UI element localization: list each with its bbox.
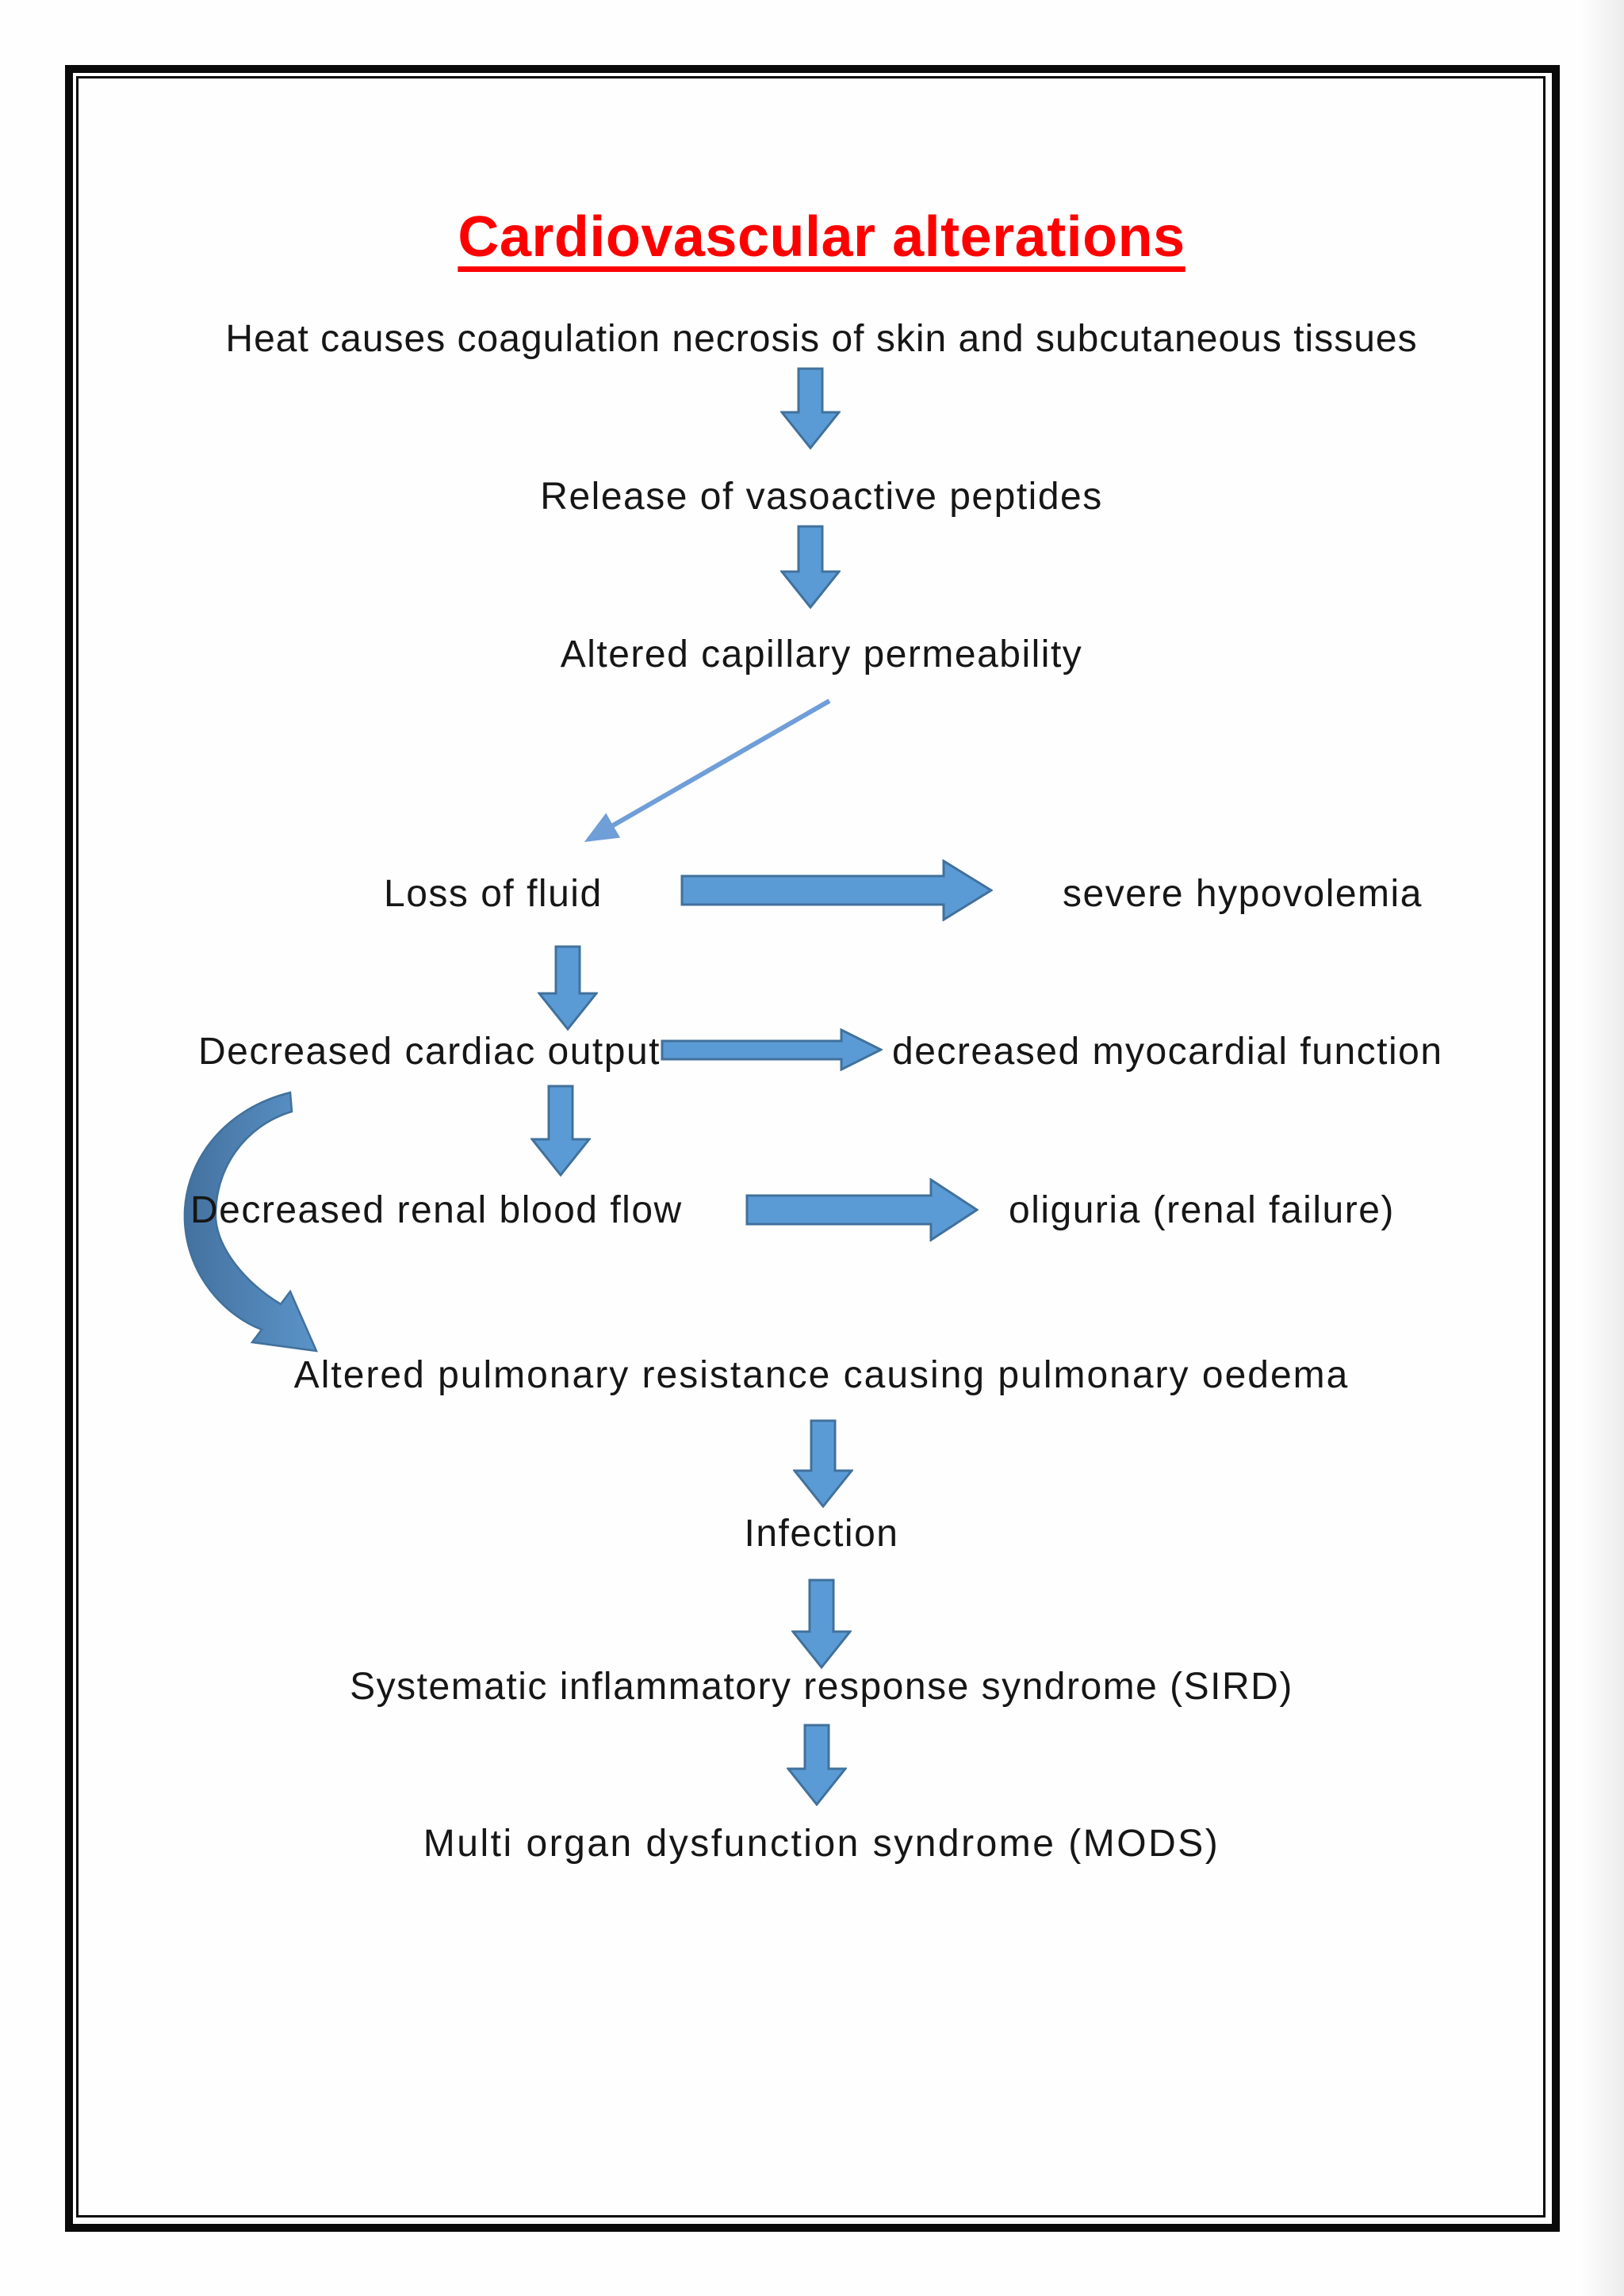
down-arrow-icon [530, 1085, 591, 1177]
down-arrow-icon [780, 367, 841, 450]
down-arrow-icon [787, 1724, 847, 1806]
curved-arrow-icon [183, 1091, 319, 1353]
down-arrow-icon [780, 525, 841, 609]
node-oliguria: oliguria (renal failure) [1009, 1189, 1395, 1231]
down-arrow-icon [538, 945, 598, 1031]
node-mods: Multi organ dysfunction syndrome (MODS) [423, 1823, 1220, 1865]
node-infection: Infection [744, 1513, 899, 1555]
node-pulmonary-resistance: Altered pulmonary resistance causing pul… [293, 1354, 1350, 1396]
page-border-outer [65, 65, 1560, 2232]
page-border-inner [76, 76, 1545, 2218]
page-title: Cardiovascular alterations [458, 205, 1185, 269]
down-arrow-icon [793, 1419, 853, 1508]
node-severe-hypovolemia: severe hypovolemia [1063, 873, 1423, 915]
scan-edge-shadow [1580, 0, 1624, 2296]
node-capillary-permeability: Altered capillary permeability [560, 633, 1083, 675]
node-cardiac-output: Decreased cardiac output [198, 1031, 661, 1073]
right-arrow-icon [745, 1178, 979, 1242]
diagonal-arrow-icon [584, 698, 831, 842]
node-myocardial-function: decreased myocardial function [892, 1031, 1443, 1073]
node-vasoactive-peptides: Release of vasoactive peptides [540, 476, 1103, 518]
node-renal-blood-flow: Decreased renal blood flow [190, 1189, 683, 1231]
node-sird: Systematic inflammatory response syndrom… [350, 1666, 1293, 1708]
node-loss-of-fluid: Loss of fluid [384, 873, 603, 915]
right-arrow-icon [661, 1028, 883, 1071]
node-heat-necrosis: Heat causes coagulation necrosis of skin… [225, 318, 1418, 360]
down-arrow-icon [791, 1578, 852, 1669]
right-arrow-icon [680, 859, 993, 921]
